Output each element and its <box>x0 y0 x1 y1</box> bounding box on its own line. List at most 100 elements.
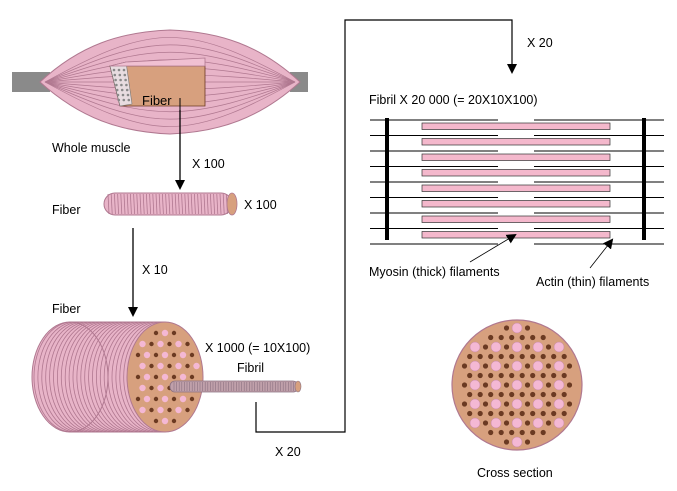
xs-actin <box>530 372 536 379</box>
connector-path <box>255 19 517 433</box>
xs-actin <box>467 410 473 417</box>
xs-myosin <box>490 360 502 372</box>
xs-actin <box>503 325 510 331</box>
bundle-dot <box>153 330 159 336</box>
fiber-ring <box>142 193 145 215</box>
bundle-dot <box>189 352 195 358</box>
label-x100-arrow: X 100 <box>192 157 225 171</box>
bundle-dot <box>157 362 164 370</box>
whole-muscle <box>12 29 308 135</box>
bundle-dot <box>135 396 141 402</box>
bundle-dot <box>171 330 177 336</box>
bundle-ring <box>68 321 108 433</box>
bundle-ring <box>72 321 112 433</box>
bundle-dot <box>171 374 177 380</box>
xs-actin <box>488 410 494 417</box>
fiber-ring <box>194 193 196 215</box>
bundle-dot <box>157 340 164 348</box>
cut-dot <box>113 73 117 77</box>
label-x20-bottom: X 20 <box>275 445 301 459</box>
fiber-ring <box>190 193 193 215</box>
xs-actin <box>488 429 494 436</box>
bundle-dot <box>171 396 177 402</box>
bundle-dot <box>153 374 159 380</box>
bundle-dot <box>175 340 182 348</box>
bundle-ring <box>111 321 151 433</box>
fiber-ring <box>120 193 123 215</box>
bundle-ring <box>103 321 143 433</box>
bundle-dot <box>161 373 169 381</box>
xs-actin <box>551 391 557 398</box>
xs-actin <box>467 353 473 360</box>
myosin-bar <box>421 184 611 192</box>
xs-myosin <box>490 417 502 429</box>
label-cross-section: Cross section <box>477 466 553 480</box>
xs-myosin <box>553 379 565 391</box>
fiber-ring <box>152 193 155 215</box>
bundle-ring <box>88 321 127 433</box>
fiber-striations <box>107 193 231 215</box>
myosin-bar <box>421 215 611 223</box>
bundle-ring <box>80 321 119 433</box>
xs-actin <box>503 401 510 407</box>
bundle-dot <box>143 351 151 359</box>
bundle-dot <box>185 341 190 347</box>
xs-actin <box>503 363 510 369</box>
bundle-dot <box>185 407 190 413</box>
xs-actin <box>530 334 536 341</box>
bundle-dot <box>139 362 146 370</box>
bundle-dot <box>149 407 154 413</box>
cut-dot <box>116 93 120 97</box>
bundle-ring <box>96 321 135 433</box>
bundle-ring <box>64 321 104 433</box>
label-actin: Actin (thin) filaments <box>536 275 650 289</box>
bundle-dot <box>161 395 169 403</box>
actin-pointer <box>589 238 614 269</box>
xs-actin <box>509 334 515 341</box>
fiber-ring <box>181 193 183 215</box>
fiber-ring <box>174 193 177 215</box>
xs-myosin <box>511 436 523 448</box>
label-fibril: Fibril <box>237 361 265 375</box>
myosin-bar <box>421 200 611 208</box>
xs-actin <box>519 334 525 341</box>
xs-actin <box>545 363 552 369</box>
xs-actin <box>498 391 504 398</box>
cross-section <box>451 319 583 451</box>
fiber-ring <box>171 193 174 215</box>
xs-actin <box>540 372 546 379</box>
fiber-bundle <box>31 321 302 433</box>
z-line <box>642 118 646 240</box>
cut-dot <box>119 78 122 82</box>
bundle-ring <box>123 321 162 433</box>
bundle-ring <box>99 321 139 433</box>
label-fiber-on-muscle: Fiber <box>142 93 172 108</box>
fiber-ring <box>210 193 212 215</box>
xs-actin <box>519 353 525 360</box>
xs-actin <box>540 429 546 436</box>
fiber-ring <box>165 193 167 215</box>
xs-actin <box>524 325 531 331</box>
label-myosin: Myosin (thick) filaments <box>369 265 500 279</box>
fiber-ring <box>222 193 225 215</box>
myosin-bar <box>421 122 611 130</box>
xs-actin <box>488 334 494 341</box>
xs-actin <box>519 372 525 379</box>
xs-actin <box>561 410 567 417</box>
xs-actin <box>519 429 525 436</box>
cut-dot <box>118 73 122 77</box>
muscle-line <box>44 81 296 113</box>
xs-actin <box>545 401 552 407</box>
xs-myosin <box>490 341 502 353</box>
bundle-cross-section-dots <box>135 329 200 425</box>
xs-actin <box>482 382 489 388</box>
xs-actin <box>509 353 515 360</box>
cut-dot <box>120 88 124 92</box>
fiber-ring <box>158 193 161 215</box>
xs-myosin <box>511 360 523 372</box>
fiber-ring <box>117 193 119 215</box>
xs-actin <box>503 420 510 426</box>
xs-actin <box>482 363 489 369</box>
xs-actin <box>530 429 536 436</box>
bundle-ring <box>92 321 131 433</box>
